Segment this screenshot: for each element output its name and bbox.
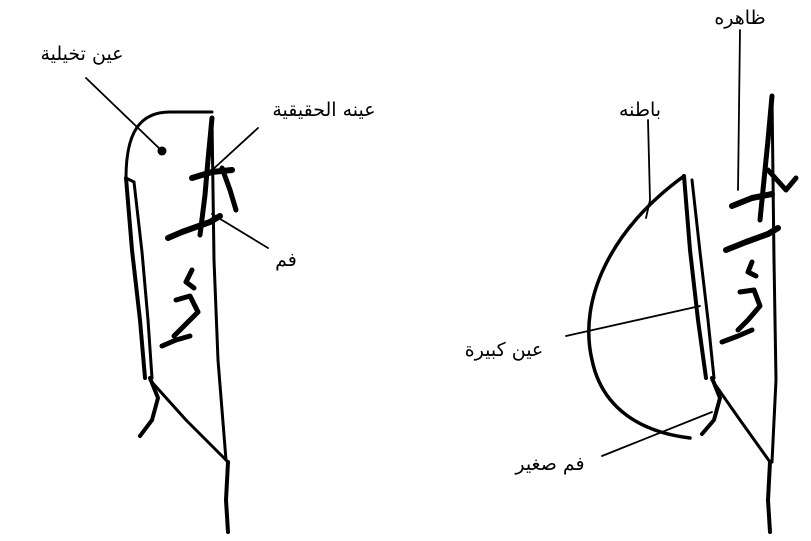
- left-pen-body: [126, 120, 228, 532]
- left-script-strokes: [162, 118, 236, 346]
- right-figure: ظاهره باطنه عين كبيرة فم صغير: [465, 7, 796, 532]
- outer-label: ظاهره: [714, 7, 765, 29]
- left-figure: عين تخيلية عينه الحقيقية فم: [40, 43, 375, 532]
- mouth-label: فم: [275, 249, 297, 271]
- real-eye-leader: [210, 128, 258, 172]
- right-script-strokes: [722, 96, 796, 342]
- right-pen-body: [684, 96, 776, 532]
- inner-leader: [646, 120, 650, 218]
- inner-label: باطنه: [619, 99, 661, 121]
- real-eye-label: عينه الحقيقية: [272, 99, 375, 121]
- small-mouth-leader: [602, 412, 712, 456]
- mouth-leader: [212, 214, 268, 248]
- big-eye-leader: [566, 306, 700, 336]
- small-mouth-label: فم صغير: [514, 453, 584, 475]
- imaginary-eye-label: عين تخيلية: [40, 43, 123, 65]
- inner-eye-outline: [589, 176, 690, 438]
- imaginary-eye-outline: [126, 112, 212, 178]
- big-eye-label: عين كبيرة: [465, 339, 544, 361]
- outer-leader: [738, 30, 740, 190]
